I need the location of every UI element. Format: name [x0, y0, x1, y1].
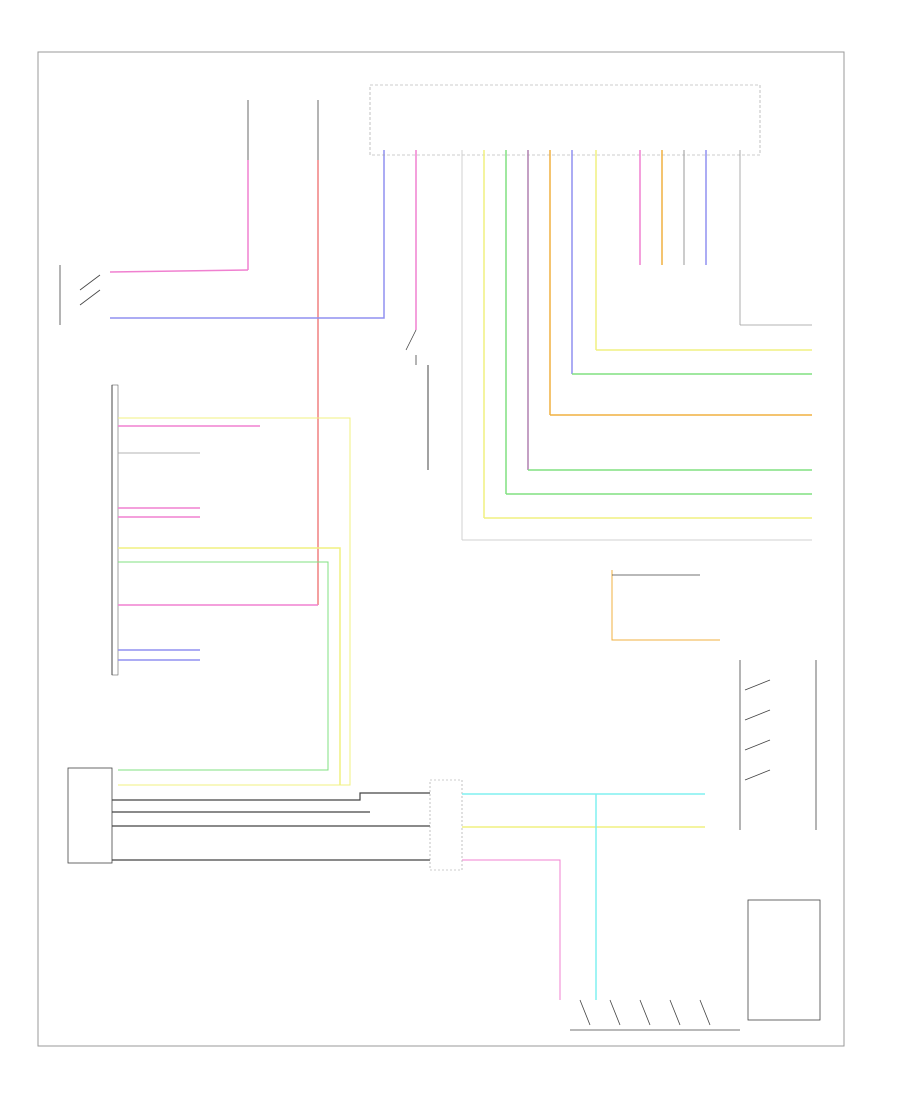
- diagram-frame: [37, 51, 845, 1047]
- junction-module: [429, 779, 463, 871]
- bottom-bus: [112, 792, 430, 861]
- right-switch-bank: [739, 660, 817, 830]
- right-middle-block: [611, 570, 720, 641]
- wire-violet-top: [110, 150, 385, 319]
- cluster-connector: [111, 384, 119, 676]
- cluster-wires: [118, 417, 351, 786]
- top-left-switch: [59, 265, 101, 325]
- bottom-left-module: [67, 767, 113, 864]
- top-module-box: [369, 84, 761, 156]
- bottom-switch-row: [570, 999, 740, 1031]
- right-runs: [462, 324, 812, 541]
- wire-pink-top: [109, 269, 249, 273]
- center-switch: [405, 329, 429, 470]
- junction-wires: [462, 793, 705, 1000]
- bottom-right-module: [747, 899, 821, 1021]
- module-wires: [415, 150, 741, 540]
